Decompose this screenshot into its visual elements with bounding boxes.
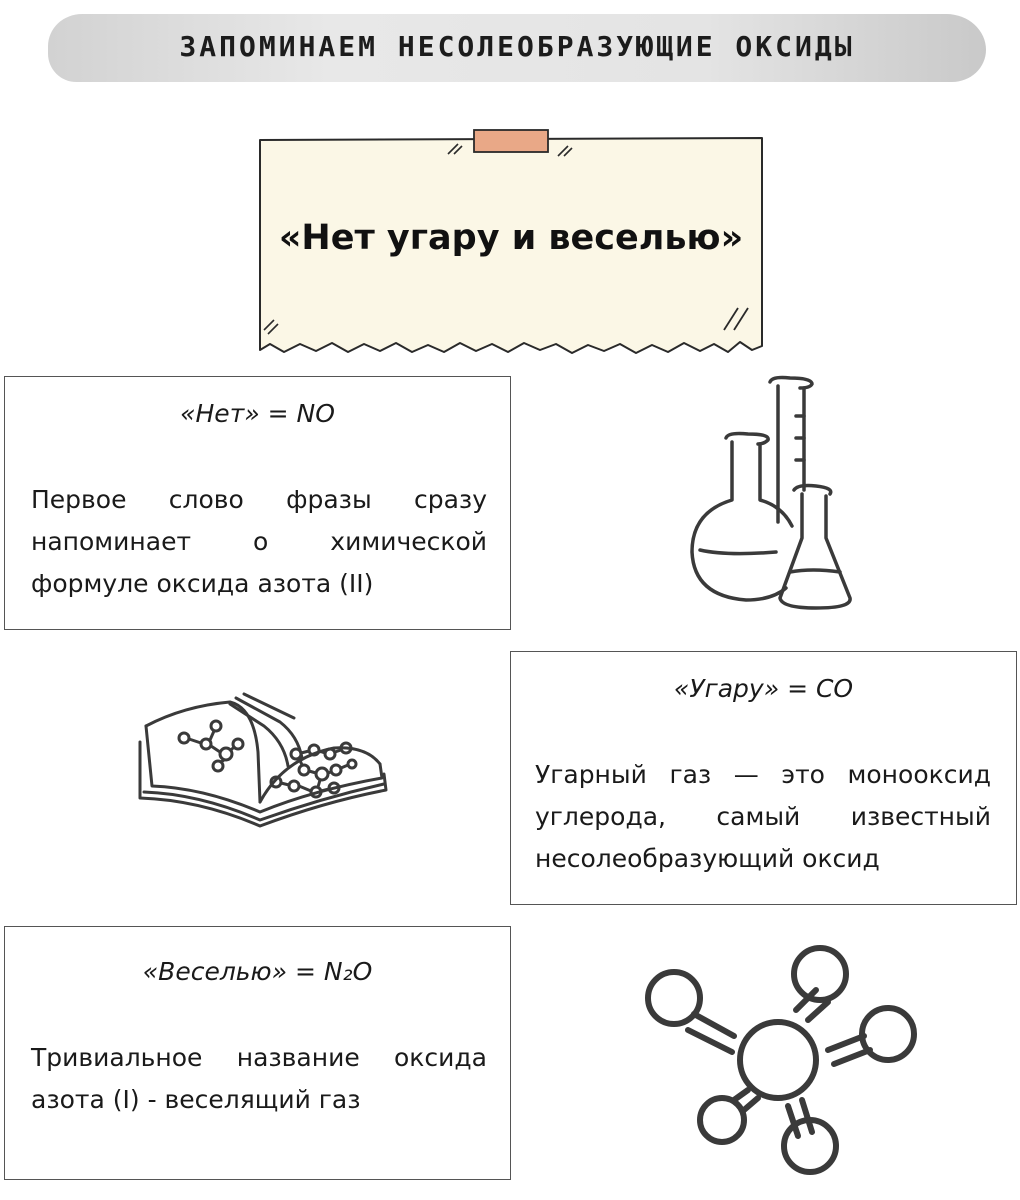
slogan-title: «Нет угару и веселью»	[278, 218, 744, 258]
card-heading: «Угару» = CO	[673, 674, 854, 703]
page-title: ЗАПОМИНАЕМ НЕСОЛЕОБРАЗУЮЩИЕ ОКСИДЫ	[179, 29, 855, 63]
molecule-icon	[645, 945, 917, 1175]
card-co: «Угару» = CO Угарный газ — это монооксид…	[510, 651, 1017, 905]
note-paper	[259, 129, 763, 354]
open-book-icon	[138, 692, 388, 828]
card-text: Угарный газ — это монооксид углерода, са…	[535, 760, 991, 873]
title-banner	[48, 14, 986, 82]
card-heading: «Нет» = NO	[180, 399, 335, 428]
card-n2o: «Веселью» = N₂O Тривиальное название окс…	[4, 926, 511, 1180]
slogan-note: «Нет угару и веселью»	[254, 124, 768, 360]
card-heading: «Веселью» = N₂O	[142, 957, 373, 986]
lab-flasks-icon	[690, 375, 852, 610]
card-text: Тривиальное название оксида азота (I) - …	[31, 1043, 487, 1114]
card-no: «Нет» = NO Первое слово фразы сразу напо…	[4, 376, 511, 630]
card-text: Первое слово фразы сразу напоминает о хи…	[31, 485, 487, 598]
